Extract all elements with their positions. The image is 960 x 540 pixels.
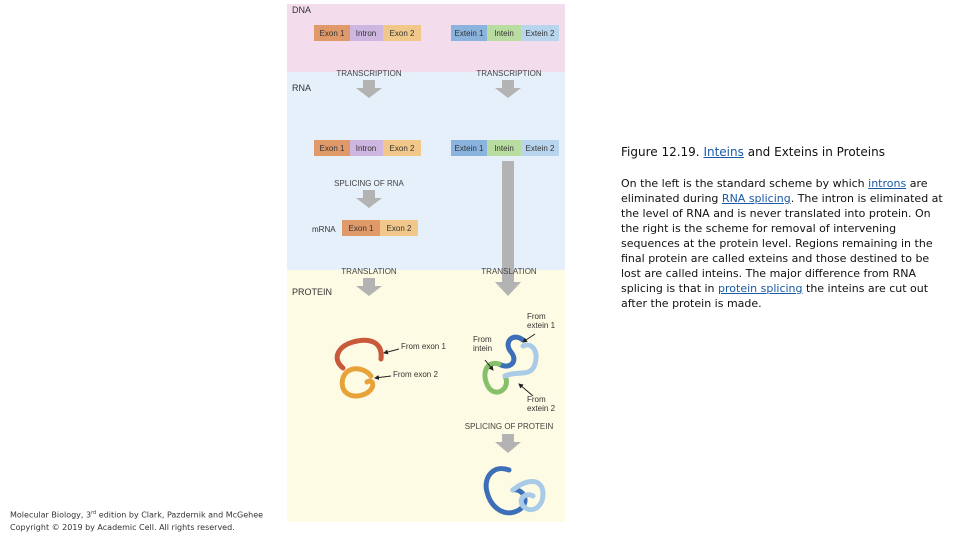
rna-extein1-label: Extein 1 (455, 144, 484, 153)
rna-transcript-right: Extein 1 Intein Extein 2 (451, 140, 559, 156)
caption-body: On the left is the standard scheme by wh… (621, 176, 946, 311)
transcription-left-label: TRANSCRIPTION (336, 69, 402, 78)
dna-extein2-label: Extein 2 (526, 29, 555, 38)
rna-section-label: RNA (292, 83, 311, 93)
protein-splicing-link[interactable]: protein splicing (718, 282, 802, 295)
caption-title-suffix: and Exteins in Proteins (748, 145, 885, 159)
inteins-link[interactable]: Inteins (703, 145, 743, 159)
translation-left-label: TRANSLATION (341, 267, 397, 276)
caption-title-prefix: Figure 12.19. (621, 145, 700, 159)
rna-extein2-label: Extein 2 (526, 144, 555, 153)
caption-title: Figure 12.19. Inteins and Exteins in Pro… (621, 145, 946, 159)
mrna-transcript: Exon 1 Exon 2 (342, 220, 418, 236)
copyright-credit: Molecular Biology, 3rd edition by Clark,… (10, 507, 263, 534)
rna-intron-label: Intron (356, 144, 376, 153)
dna-section-label: DNA (292, 5, 311, 15)
splicing-protein-label: SPLICING OF PROTEIN (465, 422, 554, 431)
rna-exon1-label: Exon 1 (320, 144, 345, 153)
rna-transcript-left: Exon 1 Intron Exon 2 (314, 140, 421, 156)
intein-figure: DNA RNA PROTEIN mRNA Exon 1 Intron Exon … (287, 4, 565, 522)
dna-gene-left: Exon 1 Intron Exon 2 (314, 25, 421, 41)
rna-splicing-link[interactable]: RNA splicing (722, 192, 791, 205)
mrna-exon1-label: Exon 1 (349, 224, 374, 233)
dna-intein-label: Intein (494, 29, 514, 38)
rna-exon2-label: Exon 2 (390, 144, 415, 153)
caption-text: On the left is the standard scheme by wh… (621, 177, 868, 190)
splicing-rna-label: SPLICING OF RNA (334, 179, 404, 188)
translation-right-label: TRANSLATION (481, 267, 537, 276)
introns-link[interactable]: introns (868, 177, 906, 190)
mrna-exon2-label: Exon 2 (387, 224, 412, 233)
from-exon2-label: From exon 2 (393, 370, 438, 379)
protein-section-label: PROTEIN (292, 287, 332, 297)
rna-band (287, 72, 565, 270)
credit-line-2: Copyright © 2019 by Academic Cell. All r… (10, 522, 263, 534)
dna-extein1-label: Extein 1 (455, 29, 484, 38)
figure-caption: Figure 12.19. Inteins and Exteins in Pro… (621, 145, 946, 311)
rna-intein-label: Intein (494, 144, 514, 153)
transcription-right-label: TRANSCRIPTION (476, 69, 542, 78)
mrna-label: mRNA (312, 225, 336, 234)
caption-text: . The intron is eliminated at the level … (621, 192, 943, 295)
dna-exon2-label: Exon 2 (390, 29, 415, 38)
from-exon1-label: From exon 1 (401, 342, 446, 351)
credit-line-1: Molecular Biology, 3rd edition by Clark,… (10, 507, 263, 522)
dna-intron-label: Intron (356, 29, 376, 38)
dna-gene-right: Extein 1 Intein Extein 2 (451, 25, 559, 41)
dna-exon1-label: Exon 1 (320, 29, 345, 38)
